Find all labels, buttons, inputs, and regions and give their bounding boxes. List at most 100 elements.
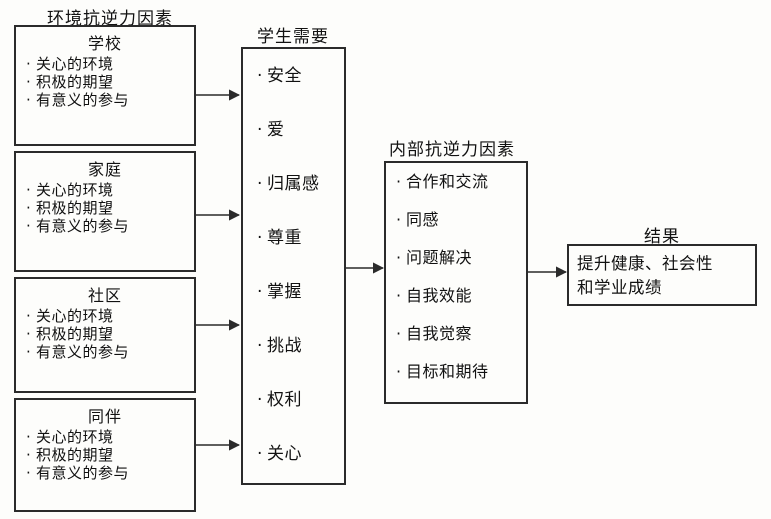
- outcome-line-1: 提升健康、社会性: [577, 254, 713, 273]
- bullet-icon: ·: [257, 336, 263, 356]
- list-item: ·有意义的参与: [26, 345, 194, 360]
- box-school-items: ·关心的环境 ·积极的期望 ·有意义的参与: [16, 57, 194, 108]
- list-item-label: 同感: [406, 210, 440, 229]
- box-outcome: 提升健康、社会性 和学业成绩: [567, 244, 757, 306]
- list-item: ·关心的环境: [26, 183, 194, 198]
- bullet-icon: ·: [26, 199, 32, 217]
- list-item-label: 目标和期待: [406, 362, 489, 381]
- bullet-icon: ·: [257, 390, 263, 410]
- list-item-label: 有意义的参与: [36, 91, 130, 109]
- student-needs-items: ·安全 ·爱 ·归属感 ·尊重 ·掌握 ·挑战 ·权利 ·关心: [243, 49, 344, 481]
- bullet-icon: ·: [257, 174, 263, 194]
- bullet-icon: ·: [26, 446, 32, 464]
- list-item-label: 有意义的参与: [36, 464, 130, 482]
- list-item: ·爱: [257, 103, 344, 157]
- outcome-text: 提升健康、社会性 和学业成绩: [569, 246, 755, 300]
- bullet-icon: ·: [257, 282, 263, 302]
- bullet-icon: ·: [396, 210, 402, 229]
- list-item-label: 自我觉察: [406, 324, 473, 343]
- list-item: ·有意义的参与: [26, 466, 194, 481]
- list-item-label: 自我效能: [406, 286, 473, 305]
- bullet-icon: ·: [26, 73, 32, 91]
- list-item-label: 关心的环境: [36, 428, 114, 446]
- list-item-label: 权利: [267, 390, 302, 410]
- box-family-title: 家庭: [87, 160, 122, 179]
- box-peers-items: ·关心的环境 ·积极的期望 ·有意义的参与: [16, 430, 194, 481]
- box-community: 社区 ·关心的环境 ·积极的期望 ·有意义的参与: [14, 277, 196, 393]
- box-family-items: ·关心的环境 ·积极的期望 ·有意义的参与: [16, 183, 194, 234]
- list-item-label: 积极的期望: [36, 325, 114, 343]
- box-peers-title: 同伴: [87, 407, 122, 426]
- bullet-icon: ·: [26, 181, 32, 199]
- list-item-label: 积极的期望: [36, 446, 114, 464]
- box-school-title: 学校: [87, 34, 122, 53]
- bullet-icon: ·: [257, 228, 263, 248]
- list-item: ·挑战: [257, 319, 344, 373]
- title-outcome: 结果: [644, 227, 680, 247]
- list-item-label: 积极的期望: [36, 73, 114, 91]
- list-item: ·积极的期望: [26, 448, 194, 463]
- list-item: ·有意义的参与: [26, 93, 194, 108]
- outcome-line-2: 和学业成绩: [577, 277, 662, 297]
- list-item: ·合作和交流: [396, 163, 526, 201]
- list-item: ·安全: [257, 49, 344, 103]
- list-item: ·关心的环境: [26, 57, 194, 72]
- box-school: 学校 ·关心的环境 ·积极的期望 ·有意义的参与: [14, 25, 196, 146]
- list-item-label: 有意义的参与: [36, 343, 130, 361]
- list-item: ·积极的期望: [26, 201, 194, 216]
- list-item: ·关心的环境: [26, 430, 194, 445]
- list-item: ·自我觉察: [396, 315, 526, 353]
- list-item: ·权利: [257, 373, 344, 427]
- box-community-title: 社区: [87, 286, 122, 305]
- list-item: ·积极的期望: [26, 327, 194, 342]
- list-item: ·尊重: [257, 211, 344, 265]
- box-student-needs: ·安全 ·爱 ·归属感 ·尊重 ·掌握 ·挑战 ·权利 ·关心: [241, 47, 346, 485]
- bullet-icon: ·: [26, 428, 32, 446]
- box-family: 家庭 ·关心的环境 ·积极的期望 ·有意义的参与: [14, 151, 196, 272]
- bullet-icon: ·: [26, 307, 32, 325]
- list-item: ·掌握: [257, 265, 344, 319]
- box-internal-factors: ·合作和交流 ·同感 ·问题解决 ·自我效能 ·自我觉察 ·目标和期待: [384, 161, 528, 404]
- internal-factors-items: ·合作和交流 ·同感 ·问题解决 ·自我效能 ·自我觉察 ·目标和期待: [386, 163, 526, 391]
- box-community-items: ·关心的环境 ·积极的期望 ·有意义的参与: [16, 309, 194, 360]
- list-item-label: 有意义的参与: [36, 217, 130, 235]
- list-item-label: 爱: [267, 120, 285, 140]
- bullet-icon: ·: [257, 444, 263, 464]
- list-item: ·自我效能: [396, 277, 526, 315]
- list-item-label: 合作和交流: [406, 172, 489, 191]
- bullet-icon: ·: [257, 66, 263, 86]
- bullet-icon: ·: [26, 55, 32, 73]
- box-peers: 同伴 ·关心的环境 ·积极的期望 ·有意义的参与: [14, 398, 196, 512]
- list-item-label: 关心: [267, 444, 302, 464]
- list-item: ·关心的环境: [26, 309, 194, 324]
- list-item: ·目标和期待: [396, 353, 526, 391]
- list-item: ·有意义的参与: [26, 219, 194, 234]
- bullet-icon: ·: [396, 362, 402, 381]
- list-item-label: 关心的环境: [36, 181, 114, 199]
- title-environmental-factors: 环境抗逆力因素: [47, 9, 173, 29]
- list-item-label: 关心的环境: [36, 55, 114, 73]
- list-item-label: 安全: [267, 66, 302, 86]
- list-item: ·同感: [396, 201, 526, 239]
- list-item-label: 归属感: [267, 174, 320, 194]
- list-item-label: 挑战: [267, 336, 302, 356]
- bullet-icon: ·: [396, 172, 402, 191]
- bullet-icon: ·: [26, 91, 32, 109]
- title-internal-factors: 内部抗逆力因素: [389, 140, 515, 160]
- bullet-icon: ·: [396, 248, 402, 267]
- list-item-label: 问题解决: [406, 248, 473, 267]
- list-item-label: 掌握: [267, 282, 302, 302]
- list-item: ·问题解决: [396, 239, 526, 277]
- list-item-label: 积极的期望: [36, 199, 114, 217]
- title-student-needs: 学生需要: [257, 27, 329, 47]
- bullet-icon: ·: [26, 343, 32, 361]
- list-item: ·归属感: [257, 157, 344, 211]
- list-item-label: 关心的环境: [36, 307, 114, 325]
- list-item: ·关心: [257, 427, 344, 481]
- bullet-icon: ·: [26, 325, 32, 343]
- bullet-icon: ·: [396, 324, 402, 343]
- bullet-icon: ·: [26, 217, 32, 235]
- bullet-icon: ·: [257, 120, 263, 140]
- list-item-label: 尊重: [267, 228, 302, 248]
